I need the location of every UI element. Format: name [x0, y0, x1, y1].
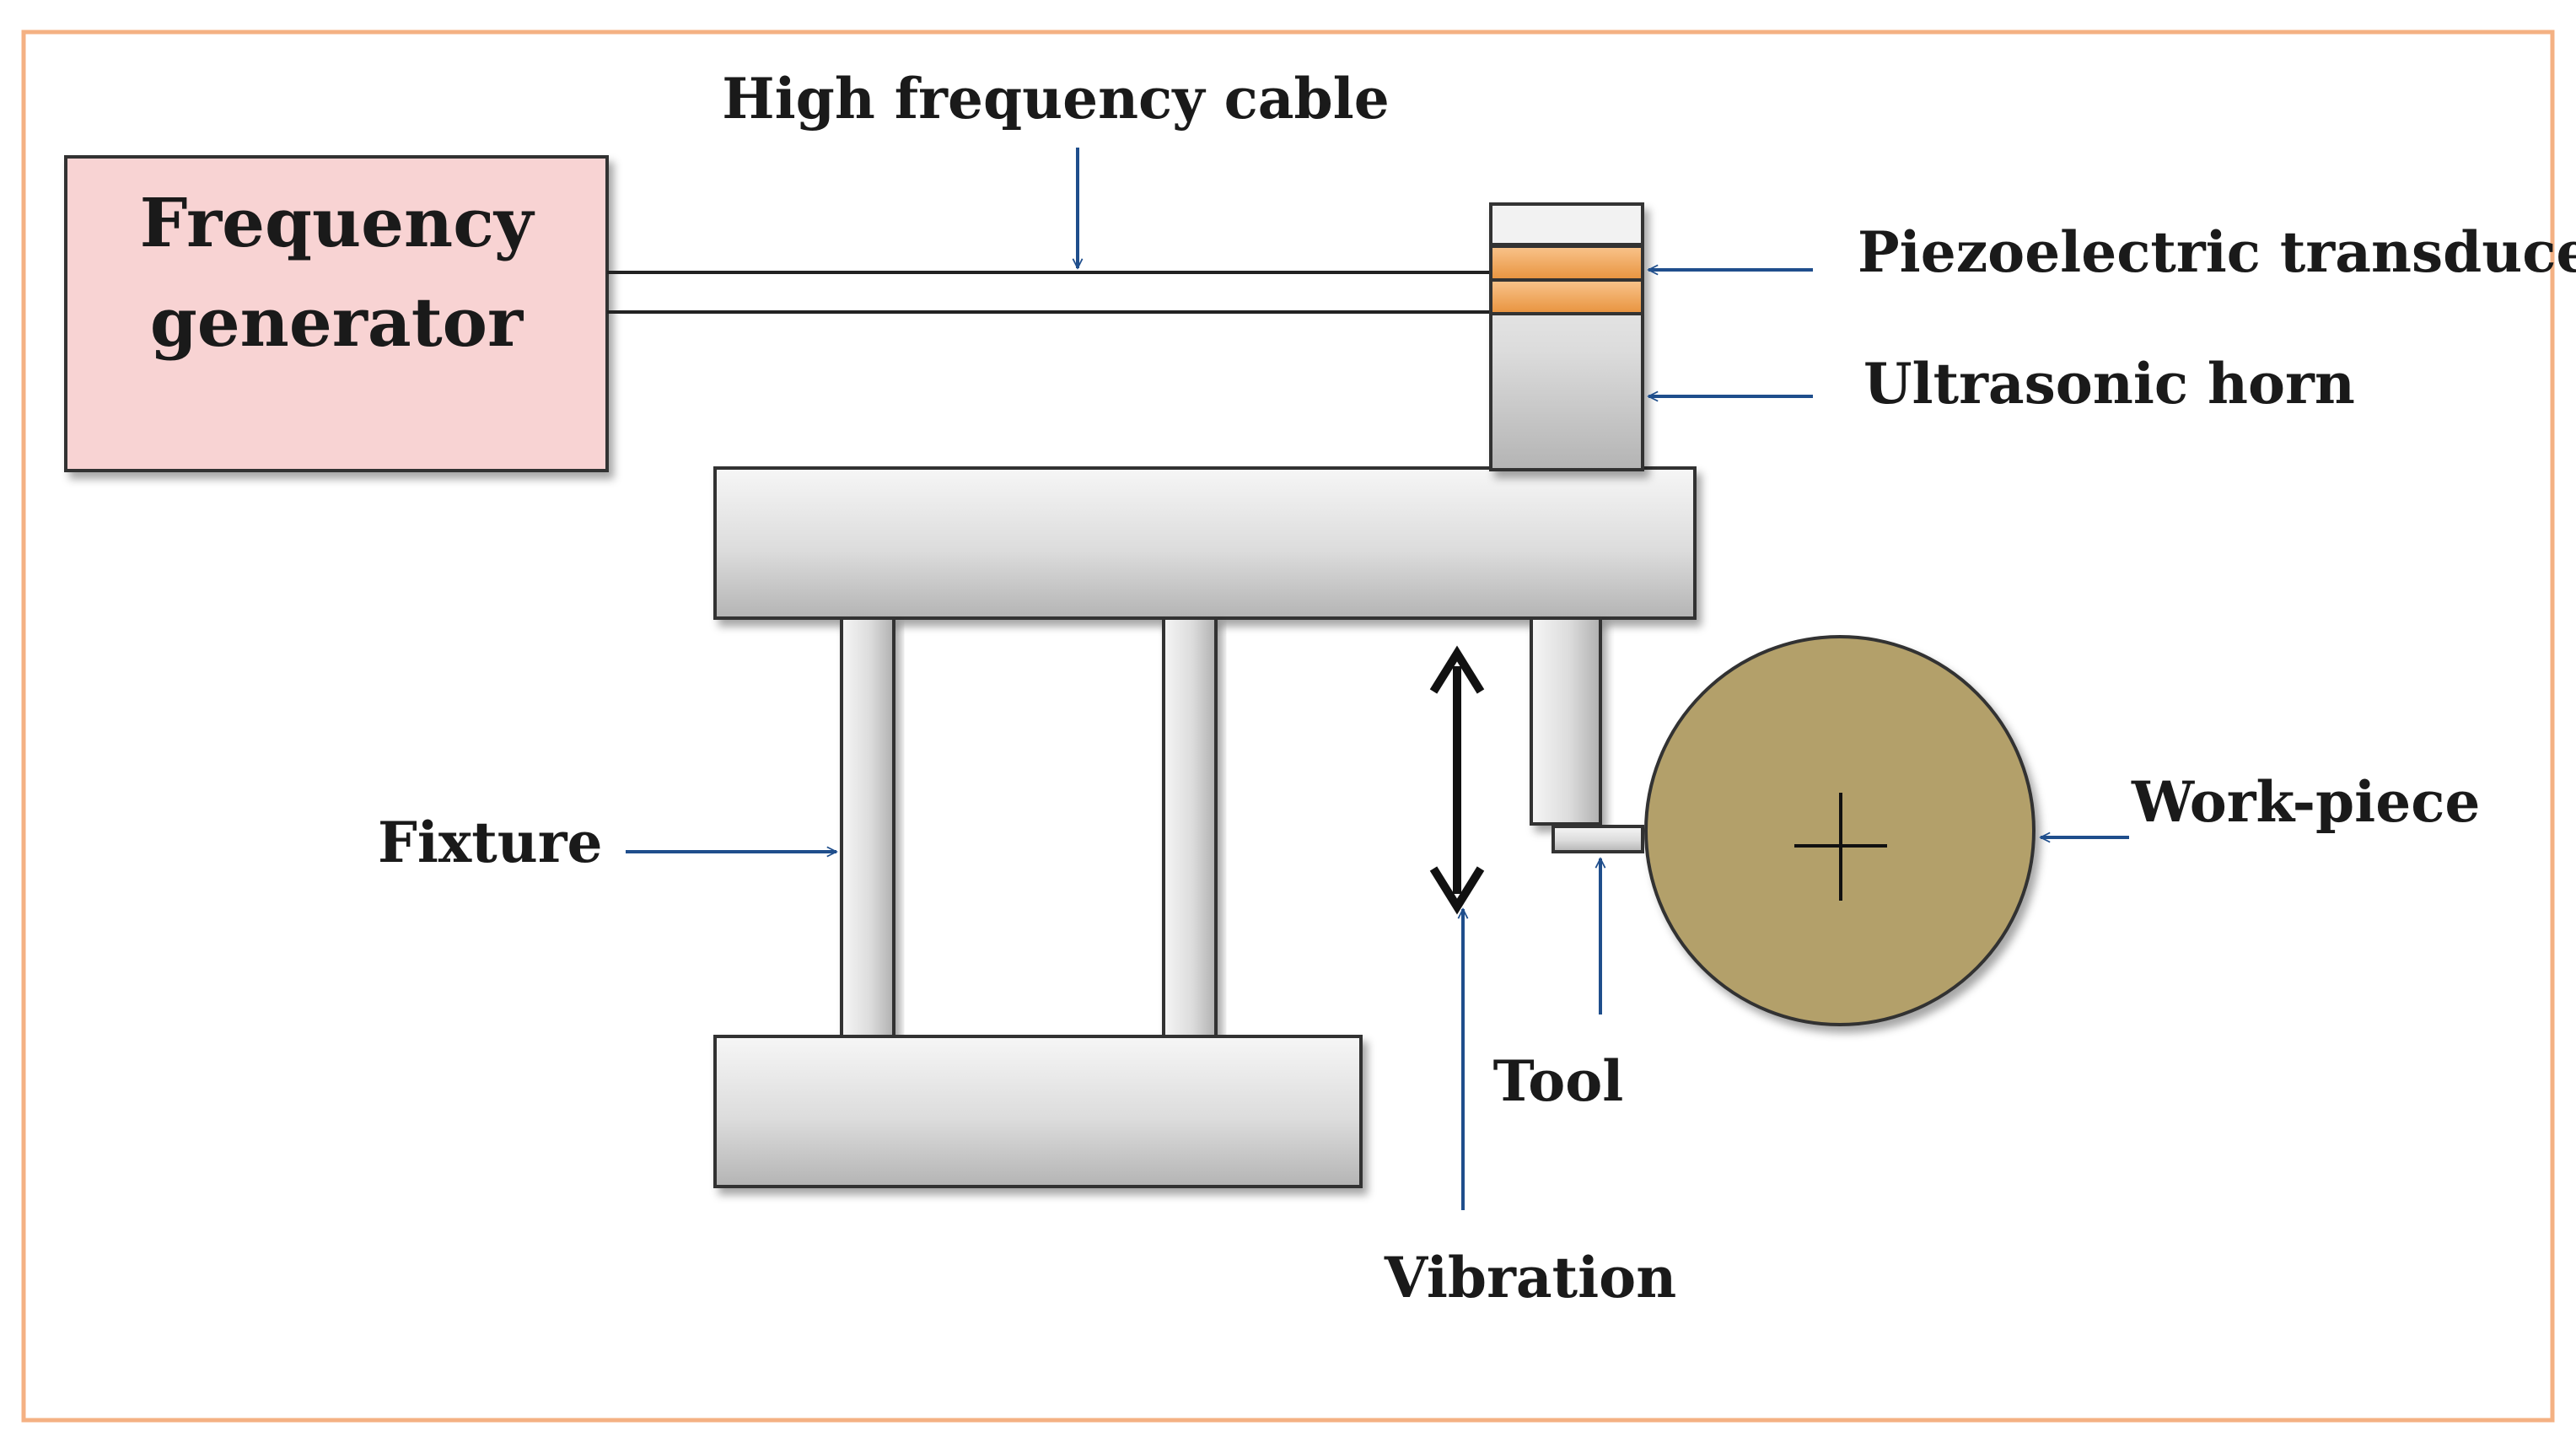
vibration-double-arrow: [1429, 645, 1485, 915]
upper-beam: [713, 466, 1697, 620]
frequency-generator-label-line2: generator: [150, 283, 524, 362]
frequency-generator: Frequency generator: [64, 155, 609, 472]
high-frequency-cable: [607, 271, 1492, 314]
high-frequency-cable-label: High frequency cable: [722, 66, 1389, 132]
vibration-label: Vibration: [1384, 1245, 1676, 1311]
fixture-column-right: [1162, 616, 1218, 1038]
fixture-base: [713, 1035, 1363, 1188]
work-piece-label: Work-piece: [2131, 769, 2480, 835]
fixture-label: Fixture: [378, 810, 603, 875]
frequency-generator-label-line1: Frequency: [140, 183, 535, 262]
tool-tip: [1552, 825, 1644, 853]
tool-label: Tool: [1493, 1048, 1624, 1114]
ultrasonic-horn-label: Ultrasonic horn: [1863, 351, 2355, 417]
fixture-column-left: [840, 616, 895, 1038]
piezoelectric-transducer-label: Piezoelectric transducer: [1858, 219, 2576, 285]
piezoelectric-transducer: [1489, 245, 1644, 315]
tool-holder: [1530, 616, 1602, 826]
work-piece: [1644, 635, 2036, 1026]
ultrasonic-horn: [1489, 202, 1644, 471]
